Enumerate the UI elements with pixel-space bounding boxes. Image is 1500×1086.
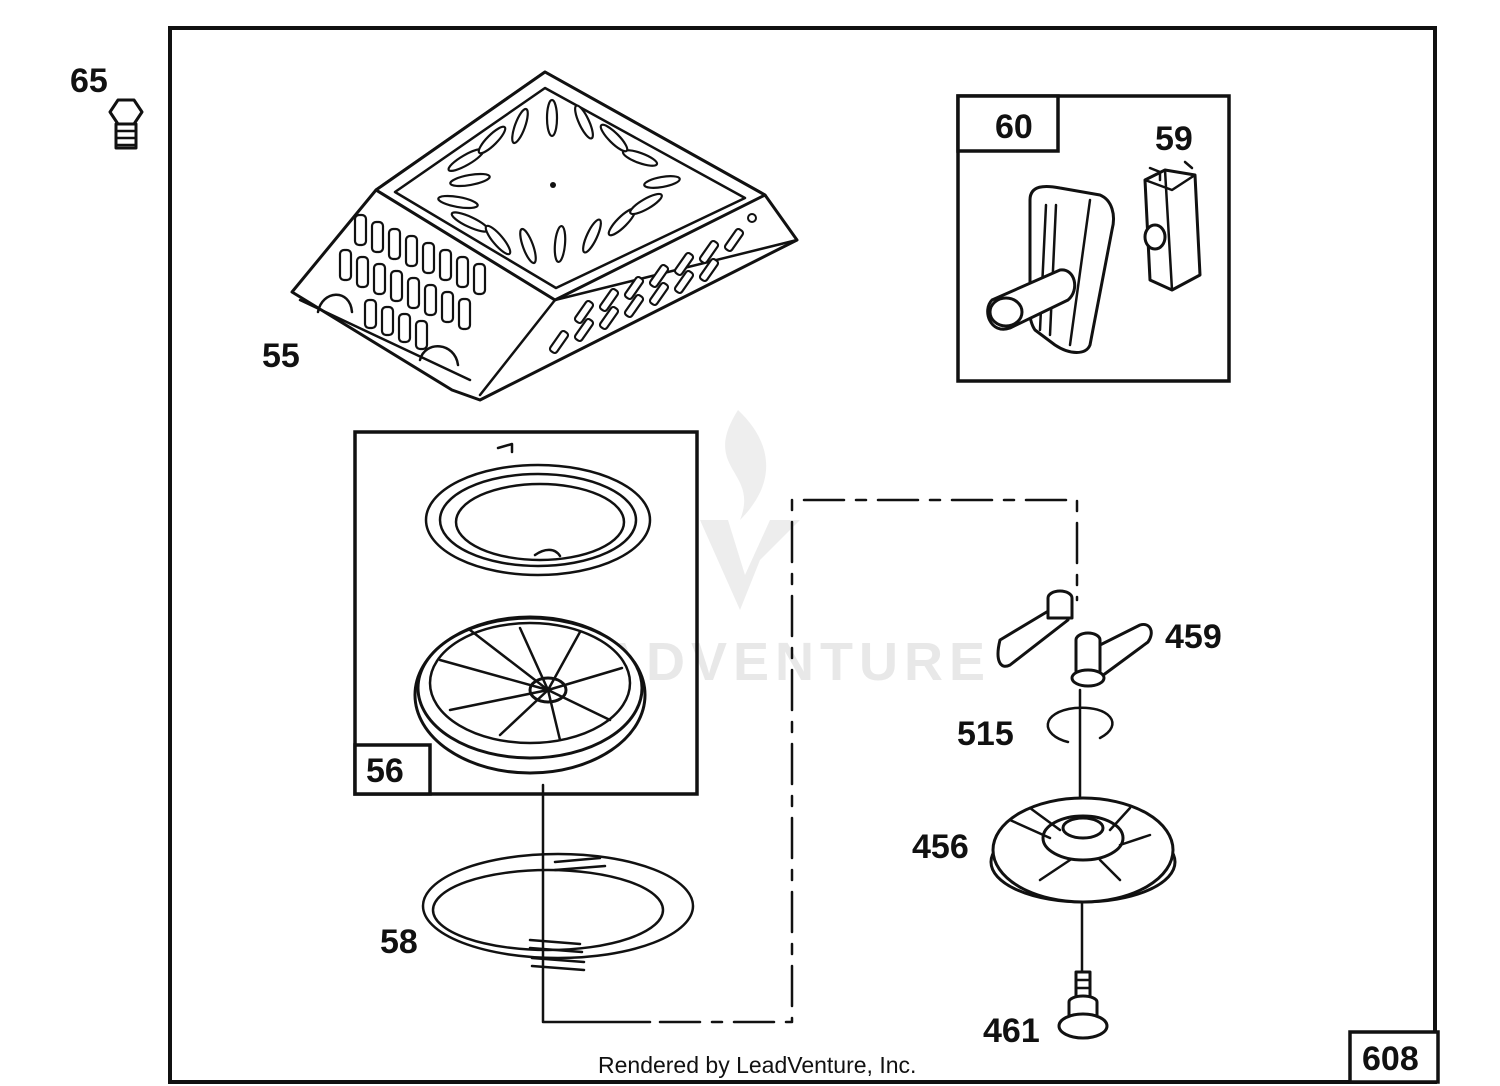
diagram-frame	[168, 26, 1437, 1084]
part-59-insert[interactable]	[1143, 160, 1202, 292]
part-60-label-box	[956, 94, 1060, 153]
part-label-60: 60	[995, 108, 1033, 146]
part-55-blower-housing[interactable]	[290, 70, 799, 402]
diagram-number-box	[1348, 1030, 1440, 1084]
part-56-recoil-spring[interactable]	[424, 442, 652, 577]
part-label-459: 459	[1165, 618, 1222, 656]
part-459-starter-dog[interactable]	[996, 589, 1153, 688]
part-56-label-box	[353, 743, 432, 796]
part-label-456: 456	[912, 828, 969, 866]
part-65-bolt[interactable]	[108, 98, 144, 150]
part-56-kit-box	[353, 430, 699, 796]
credit-text: Rendered by LeadVenture, Inc.	[598, 1052, 916, 1078]
part-label-65: 65	[70, 62, 108, 100]
part-label-58: 58	[380, 923, 418, 961]
part-461-screw[interactable]	[1057, 970, 1109, 1040]
part-58-starter-rope[interactable]	[421, 852, 695, 972]
assembly-lines	[541, 498, 1084, 1024]
housing-side-vents	[316, 213, 757, 367]
part-56-pulley[interactable]	[413, 615, 647, 775]
part-515-retainer-ring[interactable]	[1046, 706, 1114, 744]
part-456-retainer[interactable]	[989, 796, 1177, 904]
part-60-rope-handle[interactable]	[986, 185, 1115, 354]
part-label-55: 55	[262, 337, 300, 375]
housing-top-slots	[437, 98, 681, 265]
part-60-kit-box	[956, 94, 1231, 383]
part-label-461: 461	[983, 1012, 1040, 1050]
part-label-56: 56	[366, 752, 404, 790]
part-label-59: 59	[1155, 120, 1193, 158]
diagram-number: 608	[1362, 1040, 1419, 1078]
part-label-515: 515	[957, 715, 1014, 753]
